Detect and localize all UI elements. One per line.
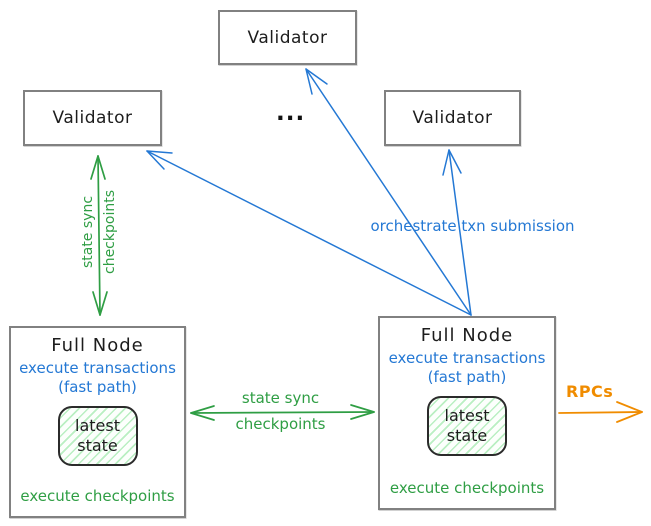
state-sync-horizontal-line2: checkpoints xyxy=(235,415,326,433)
latest-state-line2: state xyxy=(77,436,118,455)
orchestrate-txn-submission-label: orchestrate txn submission xyxy=(370,217,575,235)
state-sync-vertical-label: state sync checkpoints xyxy=(77,162,121,302)
arrow-state-sync-horizontal xyxy=(190,404,375,421)
state-sync-horizontal-line1: state sync xyxy=(241,389,320,407)
state-sync-vertical-line1: state sync xyxy=(80,195,96,269)
validators-ellipsis: ... xyxy=(276,100,306,126)
full-node-right-box: Full Node execute transactions (fast pat… xyxy=(378,316,556,510)
validator-top-box: Validator xyxy=(218,10,357,65)
state-sync-horizontal-label: state sync checkpoints xyxy=(208,385,353,437)
arrow-orchestrate-to-left-validator xyxy=(146,150,472,316)
full-node-left-box: Full Node execute transactions (fast pat… xyxy=(9,326,186,518)
full-node-right-title: Full Node xyxy=(420,325,514,346)
fast-path-text: (fast path) xyxy=(58,378,137,396)
arrow-state-sync-vertical xyxy=(90,155,108,316)
arrow-orchestrate-to-right-validator xyxy=(442,149,472,316)
fast-path-text: (fast path) xyxy=(427,368,507,386)
latest-state-line1: latest xyxy=(75,416,120,435)
full-node-right-exec-transactions: execute transactions (fast path) xyxy=(389,349,546,387)
state-sync-vertical-line2: checkpoints xyxy=(102,190,118,274)
latest-state-line2: state xyxy=(446,426,488,445)
validator-right-box: Validator xyxy=(384,90,521,146)
full-node-left-exec-checkpoints: execute checkpoints xyxy=(20,487,175,505)
validator-right-label: Validator xyxy=(412,108,493,128)
arrow-orchestrate-to-top-validator xyxy=(305,68,472,316)
exec-transactions-text: execute transactions xyxy=(19,359,176,377)
full-node-right-exec-checkpoints: execute checkpoints xyxy=(389,479,545,497)
full-node-right-latest-state-box: latest state xyxy=(427,396,507,456)
validator-left-label: Validator xyxy=(52,108,133,128)
full-node-left-latest-state-box: latest state xyxy=(57,406,138,466)
exec-transactions-text: execute transactions xyxy=(388,349,546,367)
full-node-left-exec-transactions: execute transactions (fast path) xyxy=(19,359,176,397)
validator-left-box: Validator xyxy=(23,90,162,146)
latest-state-line1: latest xyxy=(444,406,490,425)
rpcs-label: RPCs xyxy=(566,382,614,401)
full-node-left-title: Full Node xyxy=(51,335,144,356)
arrow-rpcs xyxy=(558,401,643,423)
validator-top-label: Validator xyxy=(247,27,328,48)
